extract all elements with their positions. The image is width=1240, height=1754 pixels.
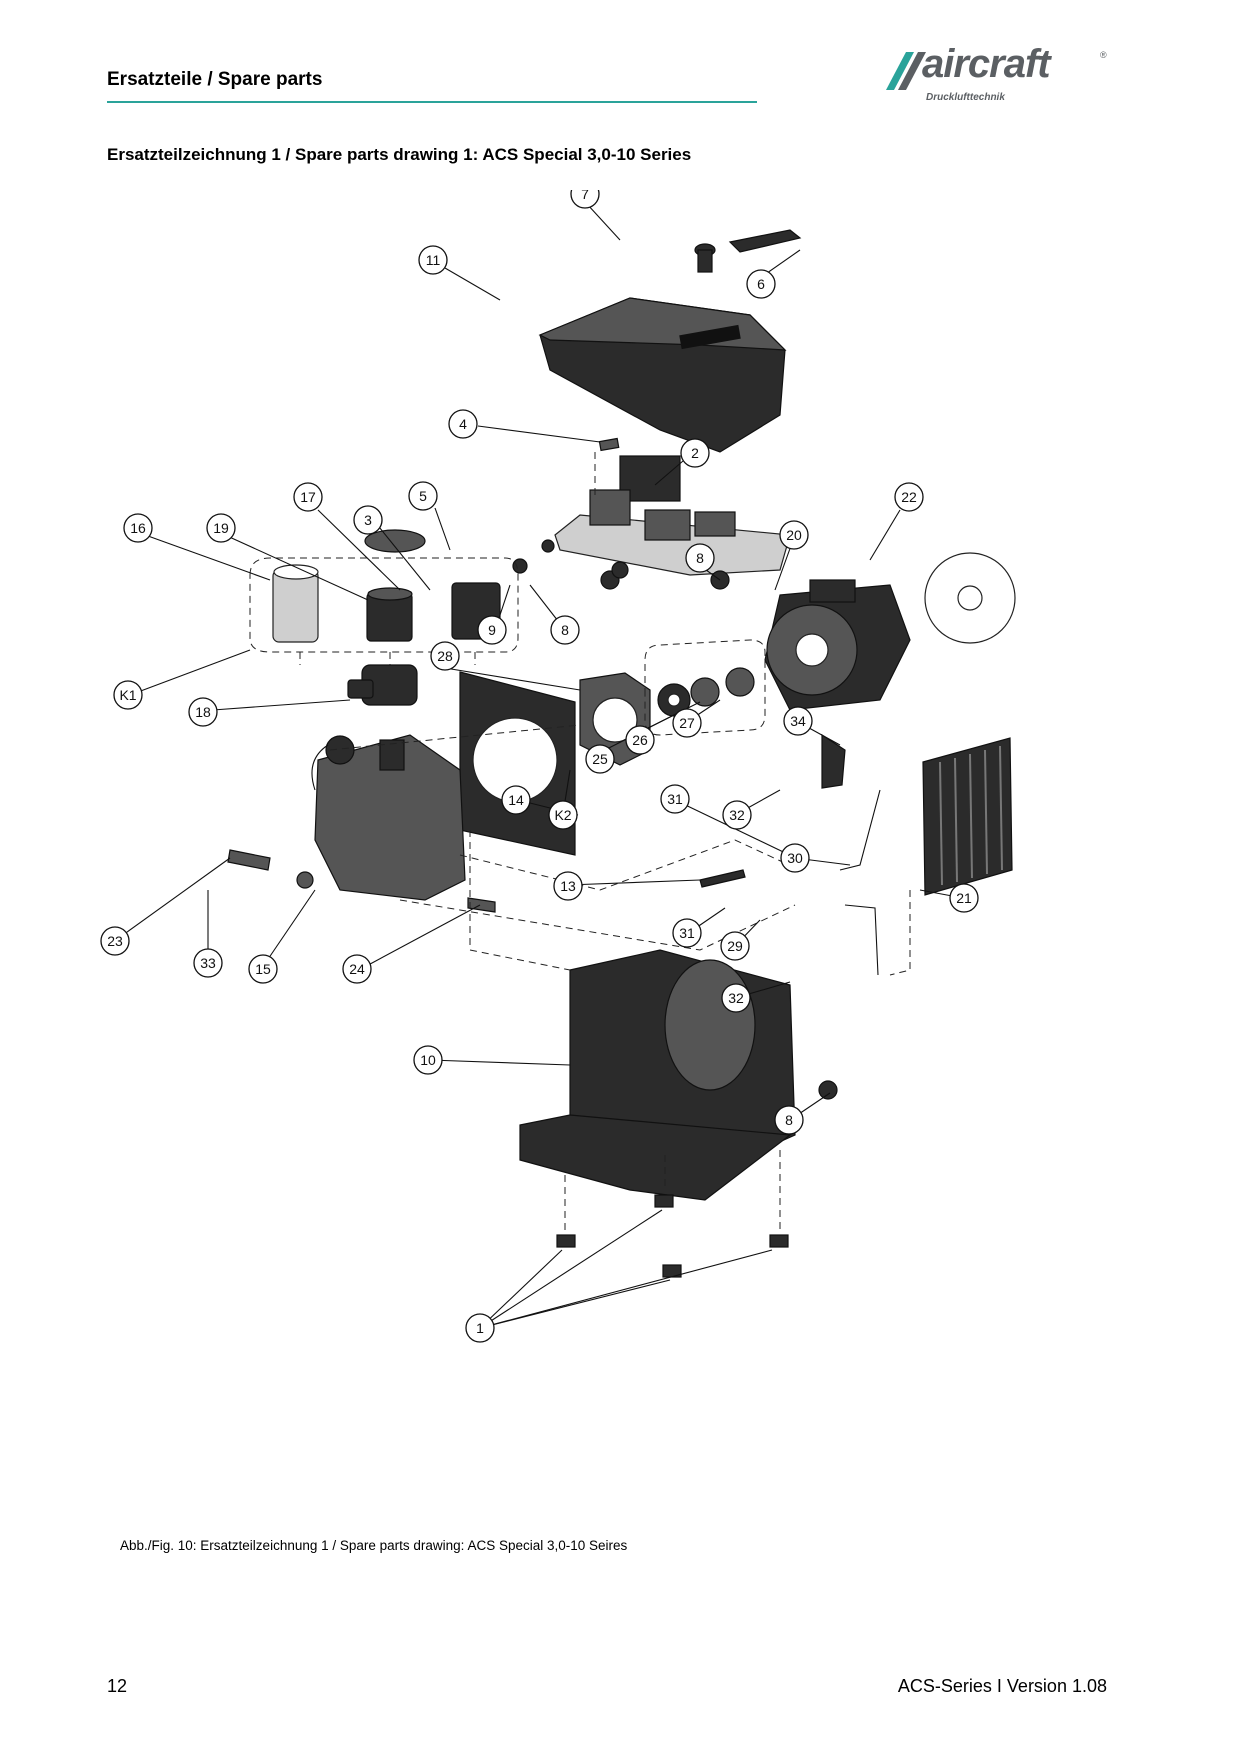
callout-24: 24 (342, 954, 372, 984)
svg-text:7: 7 (581, 190, 589, 202)
svg-text:11: 11 (426, 252, 441, 268)
svg-text:15: 15 (255, 961, 271, 977)
logo-subtitle: Drucklufttechnik (926, 92, 1005, 103)
callout-34: 34 (783, 706, 813, 736)
callout-8b: 8 (550, 615, 580, 645)
callout-26: 26 (625, 725, 655, 755)
callout-29: 29 (720, 931, 750, 961)
svg-text:9: 9 (488, 622, 496, 638)
callout-31: 31 (660, 784, 690, 814)
callout-9: 9 (477, 615, 507, 645)
svg-text:30: 30 (787, 850, 803, 866)
svg-text:28: 28 (437, 648, 453, 664)
callout-1: 1 (465, 1313, 495, 1343)
logo-registered-mark: ® (1100, 50, 1107, 60)
callout-11: 11 (418, 245, 448, 275)
footer-page-number: 12 (107, 1676, 128, 1696)
callout-7: 7 (570, 190, 600, 209)
svg-text:10: 10 (420, 1052, 436, 1068)
callout-18: 18 (188, 697, 218, 727)
svg-text:23: 23 (107, 933, 123, 949)
svg-text:34: 34 (790, 713, 806, 729)
section-title: Ersatzteilzeichnung 1 / Spare parts draw… (107, 145, 692, 164)
svg-text:1: 1 (476, 1320, 484, 1336)
callout-25: 25 (585, 744, 615, 774)
callout-13: 13 (553, 871, 583, 901)
logo-mark-icon (886, 52, 926, 90)
callout-27: 27 (672, 708, 702, 738)
svg-text:25: 25 (592, 751, 608, 767)
callout-15: 15 (248, 954, 278, 984)
page-header-title: Ersatzteile / Spare parts (107, 69, 323, 90)
svg-text:8: 8 (785, 1112, 793, 1128)
svg-text:14: 14 (508, 792, 524, 808)
callout-32b: 32 (721, 983, 751, 1013)
svg-text:29: 29 (727, 938, 743, 954)
svg-text:21: 21 (956, 890, 972, 906)
svg-text:18: 18 (195, 704, 211, 720)
figure-caption: Abb./Fig. 10: Ersatzteilzeichnung 1 / Sp… (120, 1538, 628, 1553)
callout-K2: K2 (548, 800, 578, 830)
svg-text:32: 32 (728, 990, 744, 1006)
callout-17: 17 (293, 482, 323, 512)
callout-8c: 8 (774, 1105, 804, 1135)
callout-22: 22 (894, 482, 924, 512)
svg-text:32: 32 (729, 807, 745, 823)
svg-text:5: 5 (419, 488, 427, 504)
svg-text:19: 19 (213, 520, 229, 536)
callout-23: 23 (100, 926, 130, 956)
callout-5: 5 (408, 481, 438, 511)
svg-text:26: 26 (632, 732, 648, 748)
svg-text:27: 27 (679, 715, 695, 731)
svg-text:K1: K1 (119, 687, 136, 703)
svg-text:13: 13 (560, 878, 576, 894)
svg-text:8: 8 (696, 550, 704, 566)
svg-text:20: 20 (786, 527, 802, 543)
callout-16: 16 (123, 513, 153, 543)
callout-21: 21 (949, 883, 979, 913)
callout-19: 19 (206, 513, 236, 543)
svg-text:K2: K2 (554, 807, 571, 823)
callout-8: 8 (685, 543, 715, 573)
callout-30: 30 (780, 843, 810, 873)
svg-text:33: 33 (200, 955, 216, 971)
callout-3: 3 (353, 505, 383, 535)
svg-text:6: 6 (757, 276, 765, 292)
callout-K1: K1 (113, 680, 143, 710)
callout-20: 20 (779, 520, 809, 550)
callout-2: 2 (680, 438, 710, 468)
callout-4: 4 (448, 409, 478, 439)
callout-32: 32 (722, 800, 752, 830)
footer-document-version: ACS-Series I Version 1.08 (897, 1676, 1107, 1696)
callout-33: 33 (193, 948, 223, 978)
svg-text:3: 3 (364, 512, 372, 528)
svg-text:17: 17 (300, 489, 316, 505)
svg-text:4: 4 (459, 416, 467, 432)
callout-14: 14 (501, 785, 531, 815)
svg-text:8: 8 (561, 622, 569, 638)
svg-text:2: 2 (691, 445, 699, 461)
svg-text:22: 22 (901, 489, 917, 505)
exploded-parts-drawing: 7 11 6 4 2 22 17 5 3 16 19 8 20 9 8 28 K… (100, 190, 1016, 1343)
brand-logo: aircraft ® Drucklufttechnik (880, 42, 1110, 106)
svg-text:24: 24 (349, 961, 365, 977)
logo-word: aircraft (922, 42, 1051, 86)
callout-31b: 31 (672, 918, 702, 948)
callout-28: 28 (430, 641, 460, 671)
svg-text:31: 31 (667, 791, 683, 807)
svg-text:16: 16 (130, 520, 146, 536)
header-rule (107, 101, 757, 103)
callout-10: 10 (413, 1045, 443, 1075)
svg-text:31: 31 (679, 925, 695, 941)
callout-6: 6 (746, 269, 776, 299)
